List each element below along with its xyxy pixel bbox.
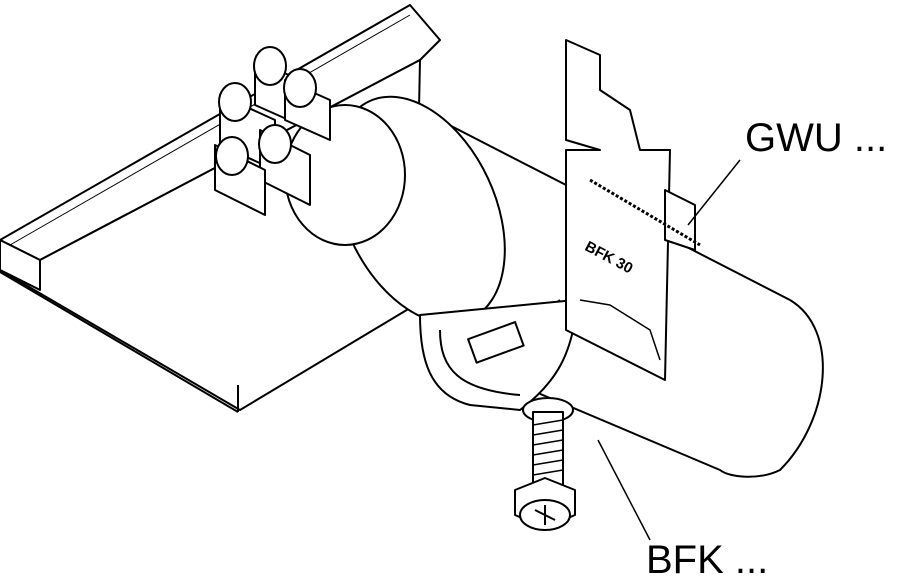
- leader-line-gwu: [687, 159, 741, 226]
- leader-line-bfk: [597, 439, 651, 541]
- clip-gwu: [589, 178, 701, 251]
- bracket-bfk: [419, 39, 671, 411]
- label-gwu: GWU ...: [745, 116, 888, 160]
- label-bfk: BFK ...: [646, 538, 769, 582]
- screw: [514, 397, 576, 531]
- cables: [214, 46, 331, 216]
